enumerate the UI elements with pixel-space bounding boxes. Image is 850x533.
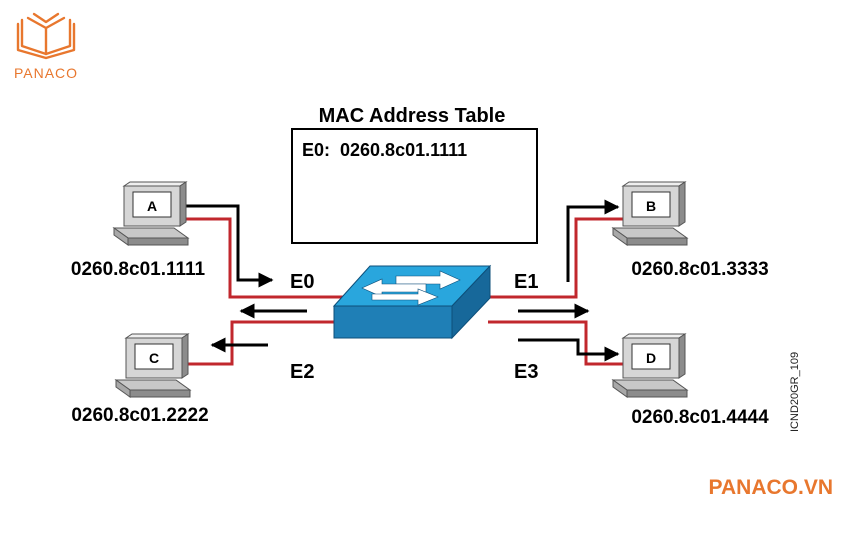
computer-icon	[112, 181, 190, 246]
cable-b	[488, 217, 624, 299]
book-logo-icon	[16, 12, 76, 60]
logo-text: PANACO	[14, 65, 78, 81]
cable-a	[180, 217, 345, 299]
mac-address-table: MAC Address Table E0: 0260.8c01.1111	[291, 105, 538, 244]
arrow-e1-out	[566, 199, 620, 282]
mac-table-box	[291, 128, 538, 244]
computer-icon	[114, 333, 192, 398]
mac-table-title: MAC Address Table	[319, 105, 506, 127]
frame-arrows	[182, 199, 620, 362]
host-d-letter: D	[646, 350, 656, 366]
watermark: PANACO.VN	[709, 476, 833, 499]
cable-c	[182, 320, 345, 366]
port-e0-label: E0	[290, 271, 314, 293]
host-a-mac: 0260.8c01.1111	[71, 259, 206, 280]
host-b-mac: 0260.8c01.3333	[631, 259, 768, 280]
host-b: B 0260.8c01.3333	[611, 181, 769, 280]
computer-icon	[611, 333, 689, 398]
arrow-a-to-e0	[182, 204, 274, 288]
host-c-letter: C	[149, 350, 159, 366]
port-e1-label: E1	[514, 271, 538, 293]
computer-icon	[611, 181, 689, 246]
arrow-e3-out	[518, 338, 620, 362]
host-b-letter: B	[646, 198, 656, 214]
mac-table-entry: E0: 0260.8c01.1111	[302, 140, 467, 160]
figure-code: ICND20GR_109	[789, 352, 801, 432]
host-a: A 0260.8c01.1111	[71, 181, 206, 280]
host-d: D 0260.8c01.4444	[611, 333, 769, 428]
port-e2-label: E2	[290, 361, 314, 383]
panaco-logo: PANACO	[14, 12, 78, 81]
port-e3-label: E3	[514, 361, 538, 383]
host-d-mac: 0260.8c01.4444	[631, 407, 769, 428]
cable-d	[488, 320, 624, 366]
host-c-mac: 0260.8c01.2222	[71, 405, 208, 426]
cables	[180, 217, 624, 366]
host-c: C 0260.8c01.2222	[71, 333, 209, 426]
switch-icon	[332, 264, 492, 340]
host-a-letter: A	[147, 198, 157, 214]
